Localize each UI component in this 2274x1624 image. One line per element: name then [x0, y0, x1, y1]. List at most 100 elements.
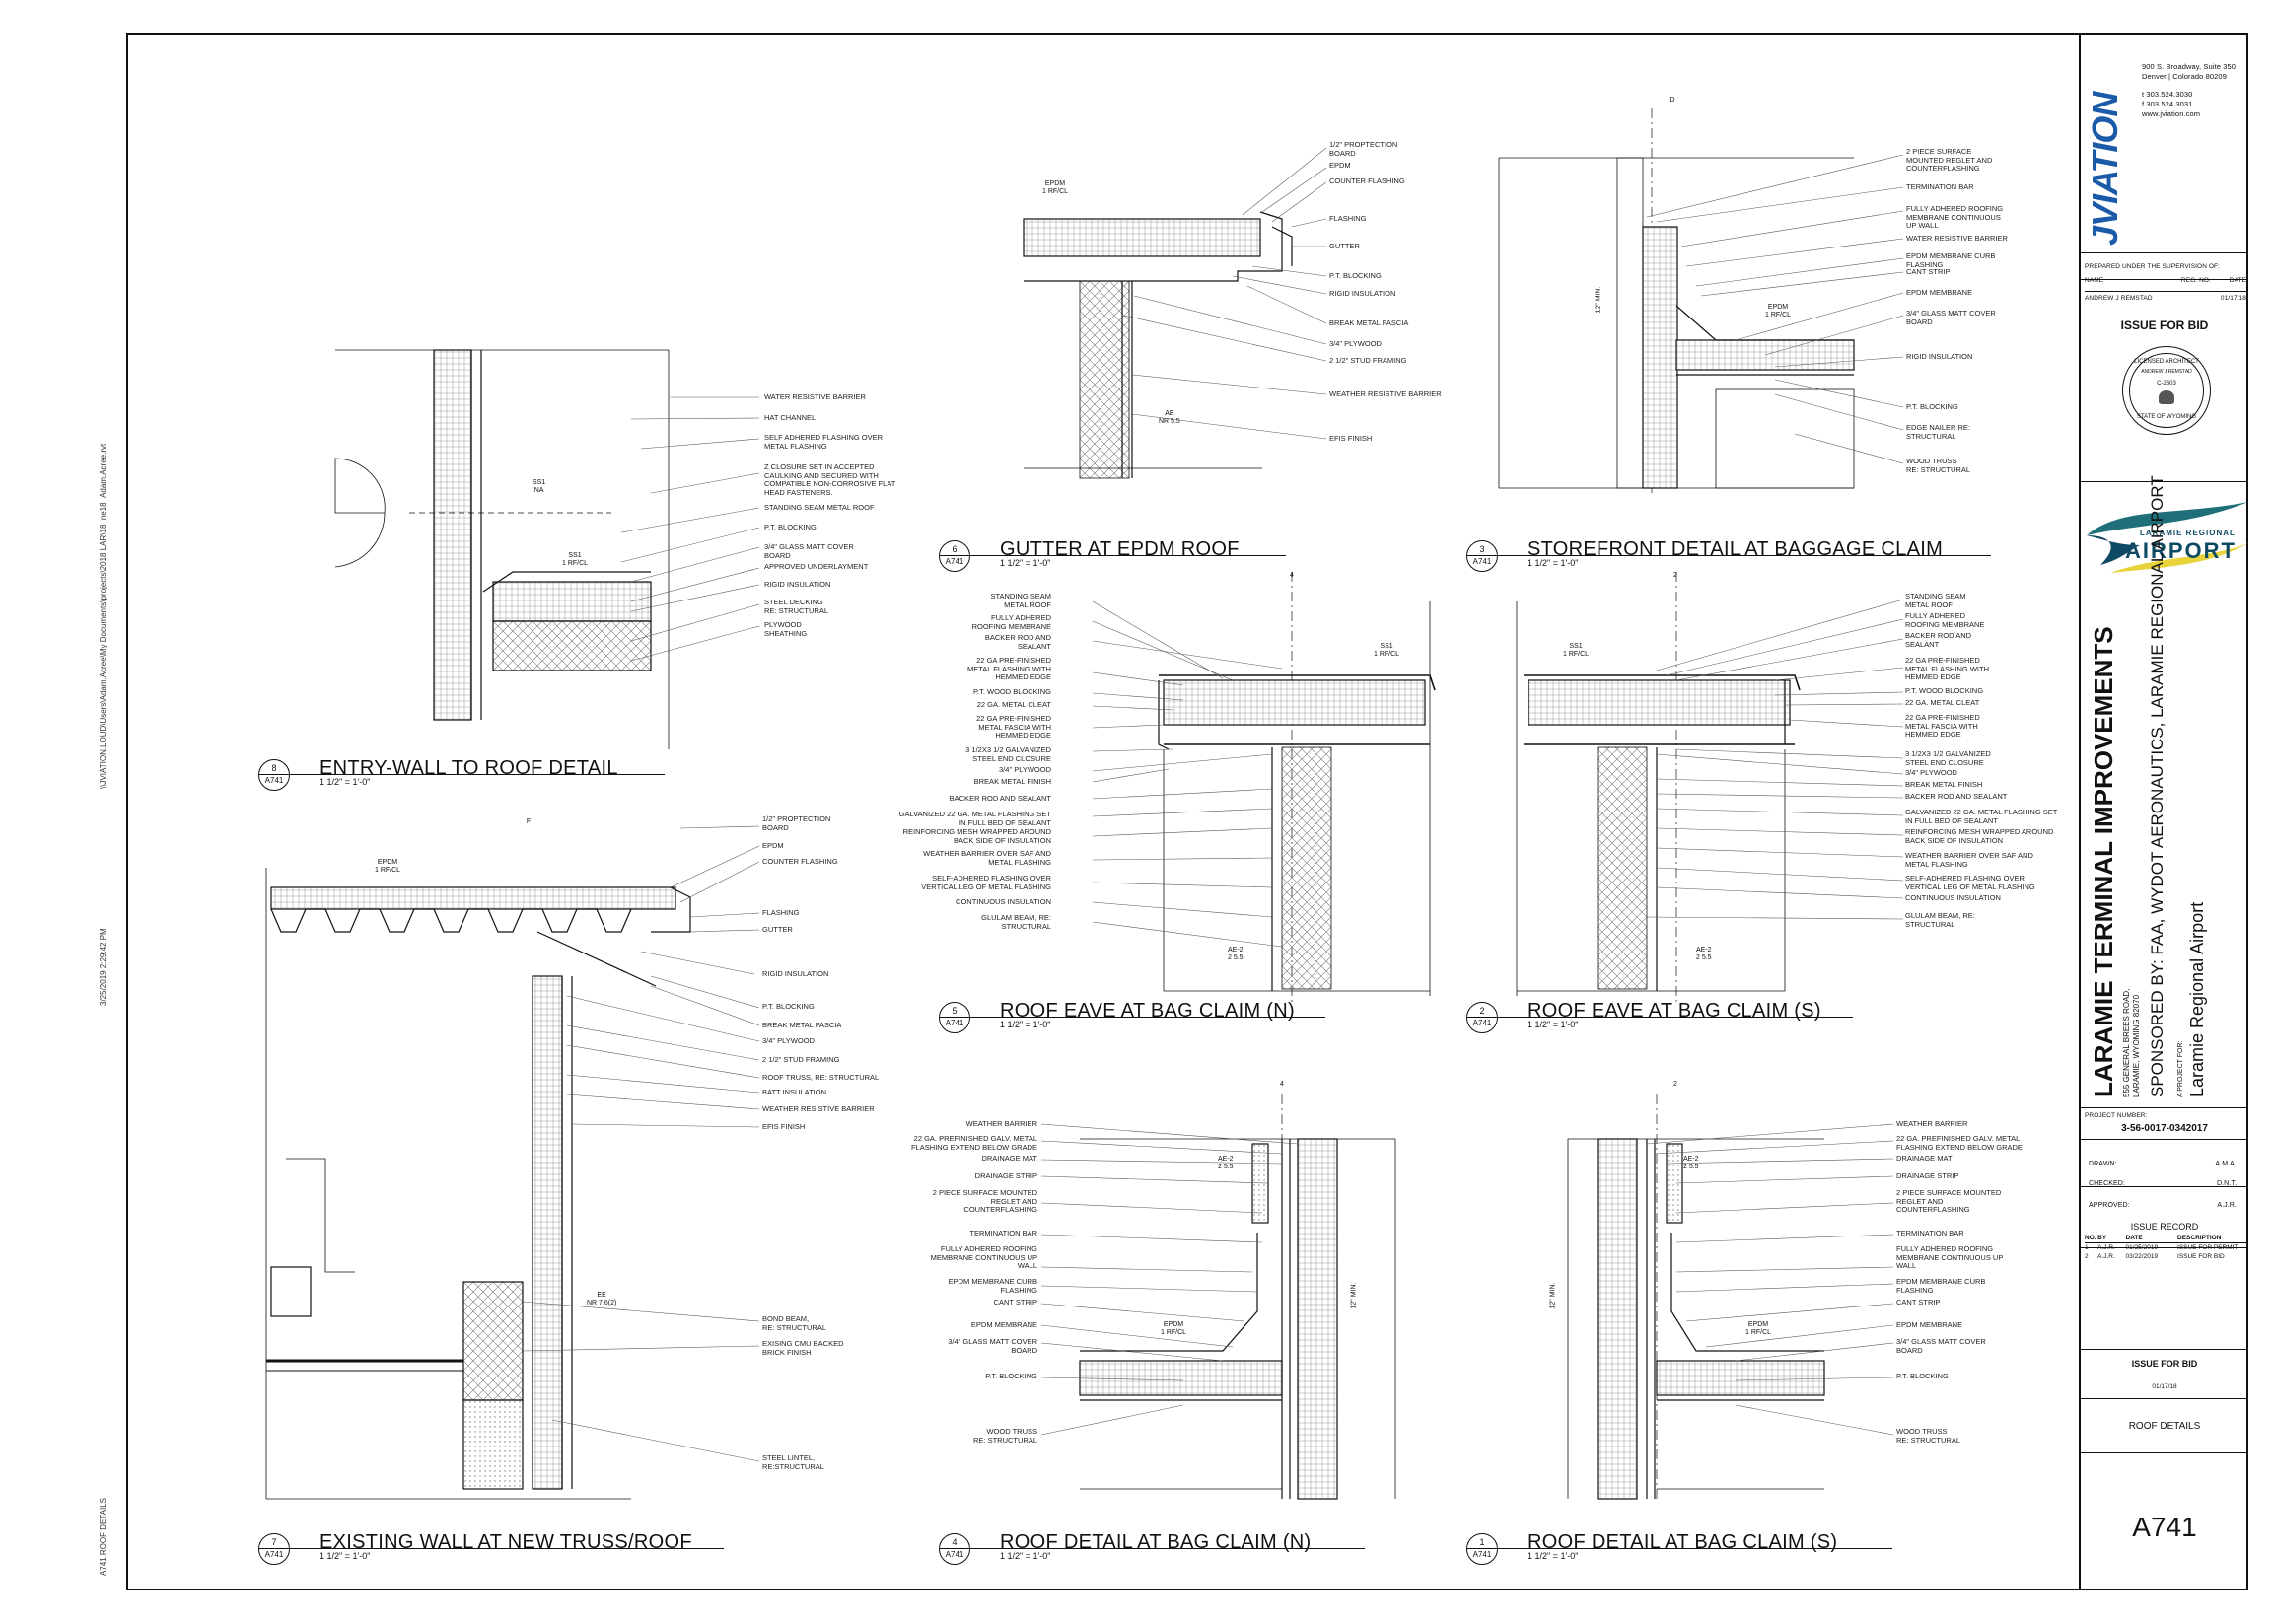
detail-6-drawing: [1023, 211, 1293, 479]
detail-sheet-ref: A741: [1472, 557, 1492, 566]
note-label: GUTTER: [762, 925, 793, 934]
airport-logo-graphic: [2087, 502, 2248, 573]
note-label: 22 GA PRE-FINISHED METAL FLASHING WITH H…: [1905, 656, 1990, 681]
note-label: BACKER ROD AND SEALANT: [1905, 792, 2008, 801]
issue-record-heading: ISSUE RECORD: [2130, 1222, 2199, 1232]
note-label: CANT STRIP: [993, 1298, 1037, 1306]
detail-1-title: ROOF DETAIL AT BAG CLAIM (S): [1528, 1531, 1838, 1553]
note-label: 3/4" GLASS MATT COVER BOARD: [948, 1337, 1037, 1355]
dim-12-min-4: 12" MIN.: [1350, 1282, 1358, 1309]
detail-7-title: EXISTING WALL AT NEW TRUSS/ROOF: [320, 1531, 692, 1553]
note-label: 3/4" PLYWOOD: [762, 1036, 815, 1045]
note-label: P.T. BLOCKING: [985, 1372, 1037, 1380]
note-label: TERMINATION BAR: [1896, 1229, 1964, 1237]
issue-record-cell: 2: [2085, 1253, 2089, 1260]
detail-title-underline: [1496, 1017, 1853, 1018]
detail-number: 6: [952, 544, 958, 554]
note-label: EPDM: [762, 841, 784, 850]
note-label: 3 1/2X3 1/2 GALVANIZED STEEL END CLOSURE: [1905, 749, 1991, 767]
sheet-title: ROOF DETAILS: [2128, 1421, 2201, 1432]
note-label: 1/2" PROPTECTION BOARD: [1329, 140, 1398, 158]
note-label: 22 GA PRE-FINISHED METAL FLASHING WITH H…: [966, 656, 1051, 681]
detail-8-scale: 1 1/2" = 1'-0": [320, 777, 371, 787]
detail-5-drawing: [1158, 572, 1436, 1006]
issue-record-cell: A.J.R.: [2097, 1253, 2115, 1260]
note-label: 2 1/2" STUD FRAMING: [1329, 356, 1407, 365]
architect-seal: LICENSED ARCHITECT ANDREW J REMSTAD C-26…: [2122, 346, 2211, 435]
note-label: Z CLOSURE SET IN ACCEPTED CAULKING AND S…: [764, 462, 896, 497]
detail-2-title: ROOF EAVE AT BAG CLAIM (S): [1528, 1000, 1821, 1022]
note-label: BREAK METAL FASCIA: [1329, 318, 1409, 327]
detail-number: 3: [1479, 544, 1485, 554]
dim-12-min-3: 12" MIN.: [1595, 286, 1602, 314]
note-label: GALVANIZED 22 GA. METAL FLASHING SET IN …: [1905, 808, 2058, 825]
jviation-logo: JVIATION: [2085, 92, 2125, 246]
note-label: EFIS FINISH: [1329, 434, 1373, 443]
note-label: FLASHING: [1329, 214, 1367, 223]
detail-4-scale: 1 1/2" = 1'-0": [1000, 1551, 1051, 1561]
note-label: 2 1/2" STUD FRAMING: [762, 1055, 840, 1064]
note-label: BATT INSULATION: [762, 1088, 827, 1096]
detail-5-scale: 1 1/2" = 1'-0": [1000, 1020, 1051, 1029]
note-label: WEATHER RESISTIVE BARRIER: [762, 1104, 875, 1113]
issue-record-cell: 1: [2085, 1244, 2089, 1251]
note-label: BREAK METAL FINISH: [1905, 780, 1983, 789]
note-label: DRAINAGE STRIP: [974, 1171, 1037, 1180]
detail-6-scale: 1 1/2" = 1'-0": [1000, 558, 1051, 568]
note-label: GLULAM BEAM, RE: STRUCTURAL: [981, 913, 1051, 931]
grid-bubble-4-lower: 4: [1280, 1081, 1284, 1088]
issue-record-cell: ISSUE FOR BID: [2177, 1253, 2225, 1260]
detail-7-drawing: [265, 868, 691, 1500]
note-label: BREAK METAL FINISH: [973, 777, 1051, 786]
detail-sheet-ref: A741: [1472, 1019, 1492, 1027]
note-label: WOOD TRUSS RE: STRUCTURAL: [1896, 1427, 1961, 1445]
note-label: EPDM: [1329, 161, 1351, 170]
note-label: 22 GA. PREFINISHED GALV. METAL FLASHING …: [1896, 1134, 2023, 1152]
detail-number: 4: [952, 1537, 958, 1547]
issue-record-cell: ISSUE FOR PERMIT: [2177, 1244, 2238, 1251]
detail-5-title: ROOF EAVE AT BAG CLAIM (N): [1000, 1000, 1295, 1022]
note-label: 3/4" PLYWOOD: [1329, 339, 1382, 348]
note-label: FULLY ADHERED ROOFING MEMBRANE CONTINUOU…: [930, 1244, 1037, 1270]
grid-bubble-2-lower: 2: [1673, 1081, 1677, 1088]
note-label: FULLY ADHERED ROOFING MEMBRANE: [1905, 611, 1985, 629]
note-label: EDGE NAILER RE: STRUCTURAL: [1906, 423, 1971, 441]
detail-sheet-ref: A741: [264, 1550, 284, 1559]
detail-8-title: ENTRY-WALL TO ROOF DETAIL: [320, 757, 618, 779]
note-label: CANT STRIP: [1896, 1298, 1941, 1306]
issue-record-cell: 01/25/2019: [2125, 1244, 2159, 1251]
note-label: RIGID INSULATION: [764, 580, 831, 589]
note-label: 1/2" PROPTECTION BOARD: [762, 814, 831, 832]
note-label: SELF-ADHERED FLASHING OVER VERTICAL LEG …: [1905, 874, 2035, 891]
detail-4-title: ROOF DETAIL AT BAG CLAIM (N): [1000, 1531, 1312, 1553]
note-label: 22 GA. METAL CLEAT: [1905, 698, 1980, 707]
note-label: 3 1/2X3 1/2 GALVANIZED STEEL END CLOSURE: [965, 745, 1051, 763]
note-label: BACKER ROD AND SEALANT: [984, 633, 1051, 651]
note-label: HAT CHANNEL: [764, 413, 817, 422]
note-label: 3/4" PLYWOOD: [999, 765, 1051, 774]
dim-12-min-1: 12" MIN.: [1549, 1282, 1557, 1309]
project-address-1: 555 GENERAL BREES ROAD,: [2122, 988, 2131, 1097]
note-label: 2 PIECE SURFACE MOUNTED REGLET AND COUNT…: [1906, 147, 1993, 173]
detail-title-underline: [968, 1548, 1365, 1549]
note-label: EPDM MEMBRANE: [1906, 288, 1973, 297]
note-label: EPDM MEMBRANE CURB FLASHING: [948, 1277, 1037, 1295]
note-label: P.T. WOOD BLOCKING: [1905, 686, 1984, 695]
note-label: EPDM MEMBRANE CURB FLASHING: [1896, 1277, 1986, 1295]
note-label: WATER RESISTIVE BARRIER: [1906, 234, 2008, 243]
detail-sheet-ref: A741: [945, 557, 964, 566]
note-label: BOND BEAM, RE: STRUCTURAL: [762, 1314, 827, 1332]
detail-title-underline: [1496, 555, 1991, 556]
note-label: WEATHER BARRIER: [1896, 1119, 1968, 1128]
note-label: P.T. BLOCKING: [1896, 1372, 1949, 1380]
